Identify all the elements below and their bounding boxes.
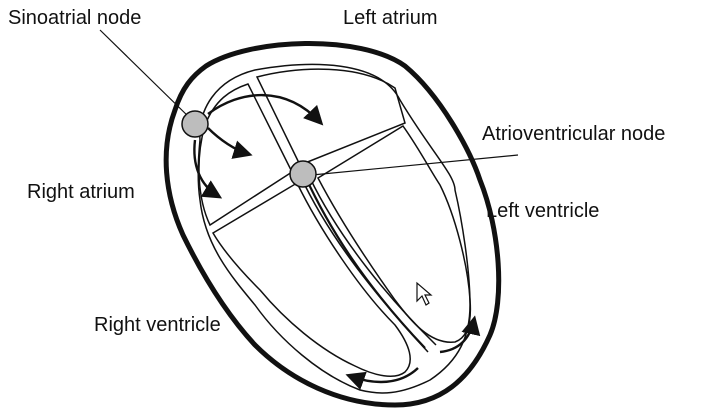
atrioventricular-node-marker	[290, 161, 316, 187]
atrioventricular-node-leader	[312, 155, 518, 175]
right-ventricle-apex-arrow	[350, 368, 418, 382]
left-atrium-label: Left atrium	[343, 8, 437, 28]
sinoatrial-node-label: Sinoatrial node	[8, 8, 141, 28]
sa-to-left-atrium-arrow	[208, 95, 320, 122]
sinoatrial-node-marker	[182, 111, 208, 137]
atrioventricular-node-label: Atrioventricular node	[482, 124, 665, 144]
sa-to-right-atrium-arrow	[208, 128, 248, 154]
mouse-pointer-icon	[417, 283, 431, 305]
left-ventricle-chamber	[318, 126, 470, 342]
right-atrium-label: Right atrium	[27, 182, 135, 202]
interventricular-septum-inner	[310, 178, 436, 345]
right-ventricle-label: Right ventricle	[94, 315, 221, 335]
sinoatrial-node-leader	[100, 30, 192, 120]
right-atrium-chamber	[199, 84, 292, 225]
left-atrium-chamber	[257, 69, 405, 165]
left-ventricle-label: Left ventricle	[486, 201, 599, 221]
